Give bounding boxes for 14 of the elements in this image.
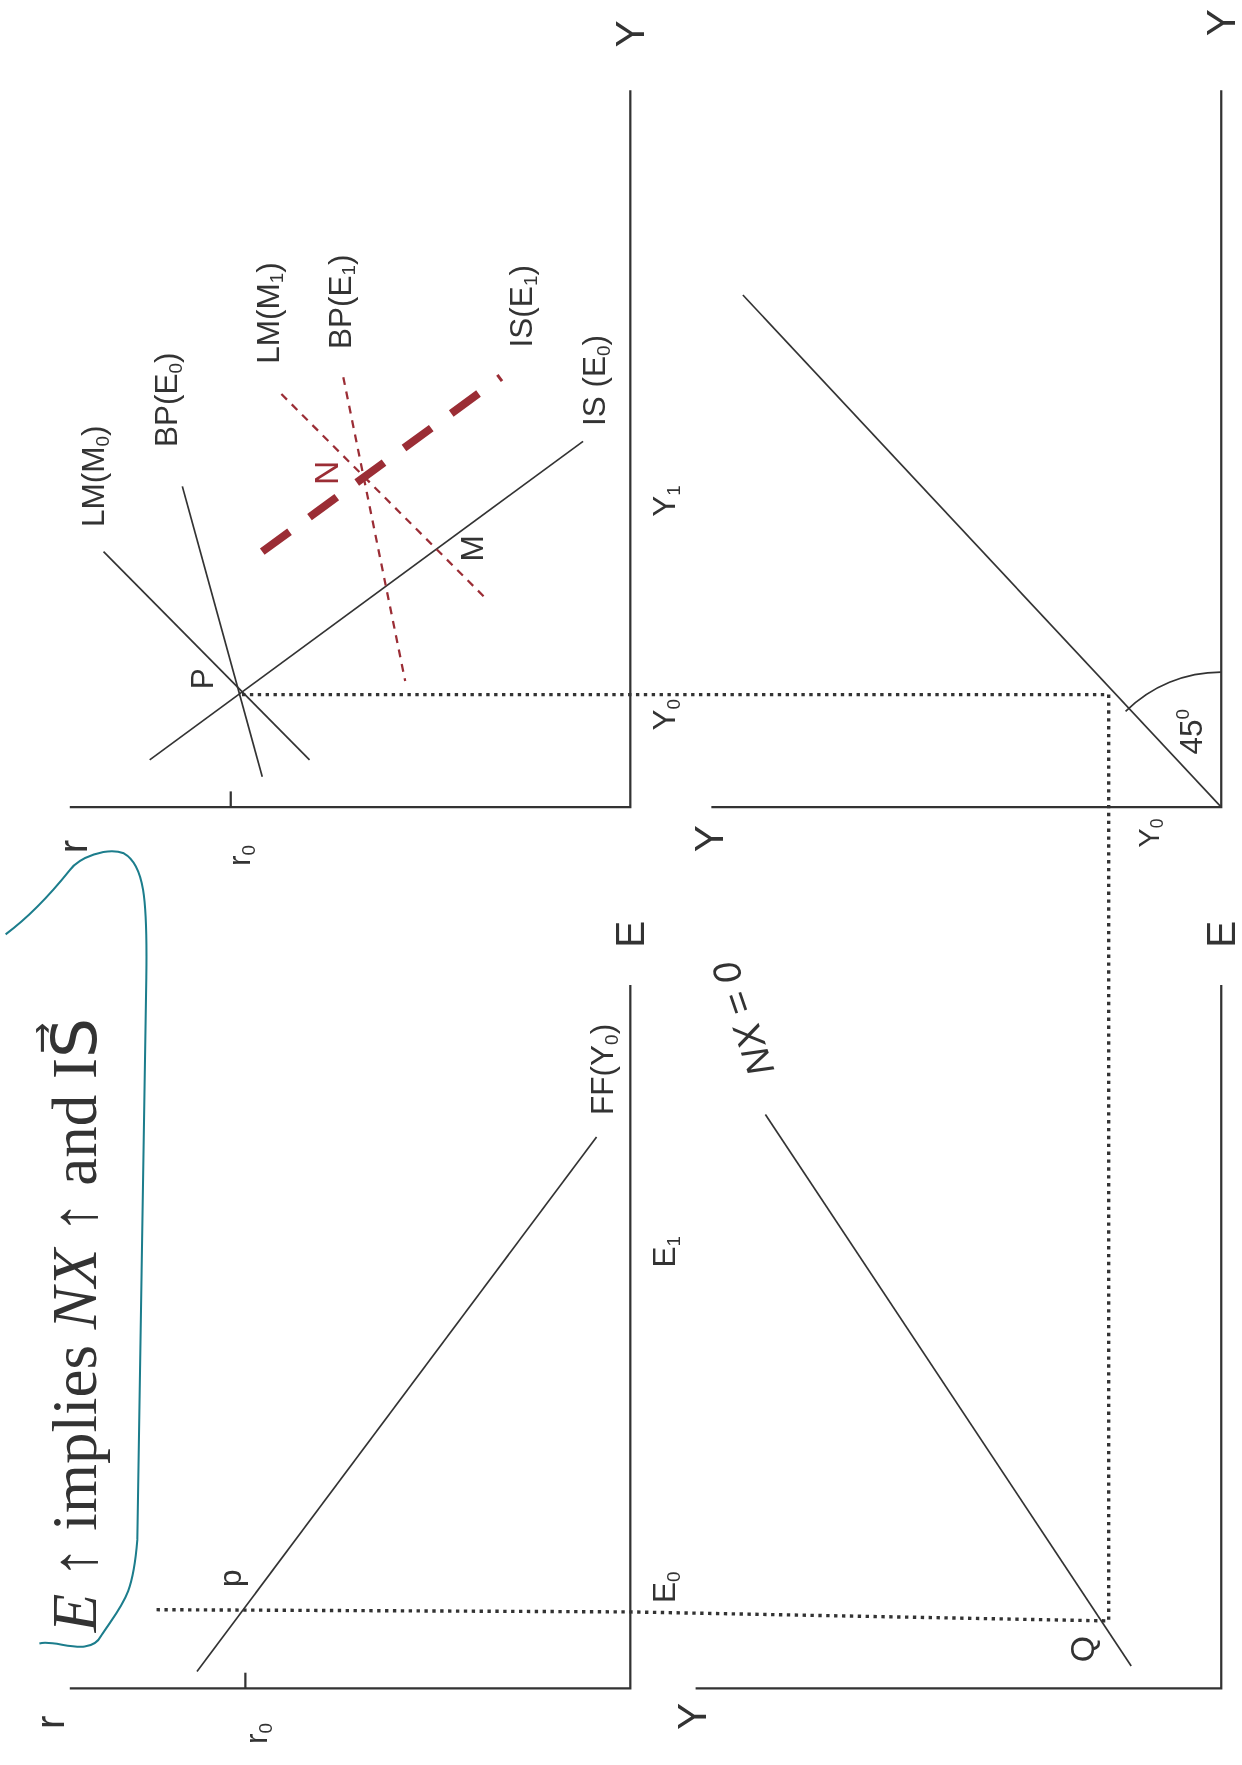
axis-label: r [30,1715,71,1729]
axis-label: E [1201,920,1242,948]
point-label: P [186,668,219,690]
point-label: M [457,535,489,562]
curve-label: NX = 0 [705,956,781,1081]
axis-label: r [52,839,94,854]
point-label: N [309,460,344,486]
point-label: p [215,1569,247,1587]
axis-label: Y [688,825,730,853]
axis-label: E [610,920,651,948]
axis-label: Y [610,20,651,48]
axis-label: Y [671,1703,713,1731]
axis-label: Y [1201,9,1242,37]
point-label: Q [1065,1635,1100,1663]
